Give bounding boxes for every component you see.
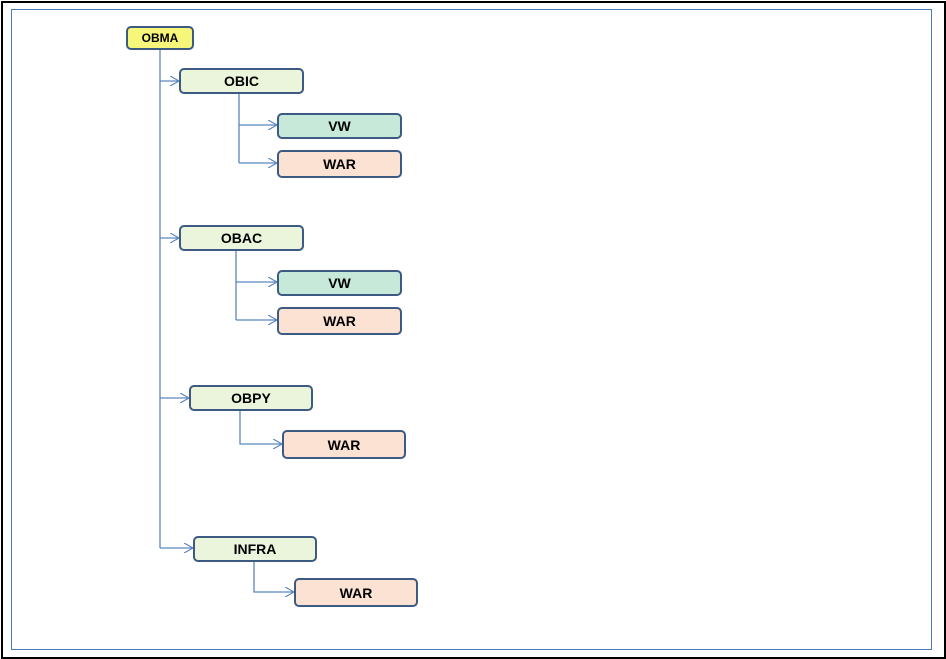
node-infra-war: WAR: [294, 578, 418, 607]
node-obac-war: WAR: [277, 307, 402, 335]
node-obic-vw: VW: [277, 113, 402, 139]
node-infra: INFRA: [193, 536, 317, 562]
node-obma: OBMA: [126, 26, 194, 50]
diagram-frame: [11, 9, 932, 650]
node-obic-war: WAR: [277, 150, 402, 178]
node-obic: OBIC: [179, 68, 304, 94]
node-obac: OBAC: [179, 225, 304, 251]
node-obpy: OBPY: [189, 385, 313, 411]
node-obpy-war: WAR: [282, 430, 406, 459]
node-obac-vw: VW: [277, 270, 402, 296]
infra-trunk-line: [253, 560, 294, 592]
obpy-trunk-line: [239, 410, 282, 444]
